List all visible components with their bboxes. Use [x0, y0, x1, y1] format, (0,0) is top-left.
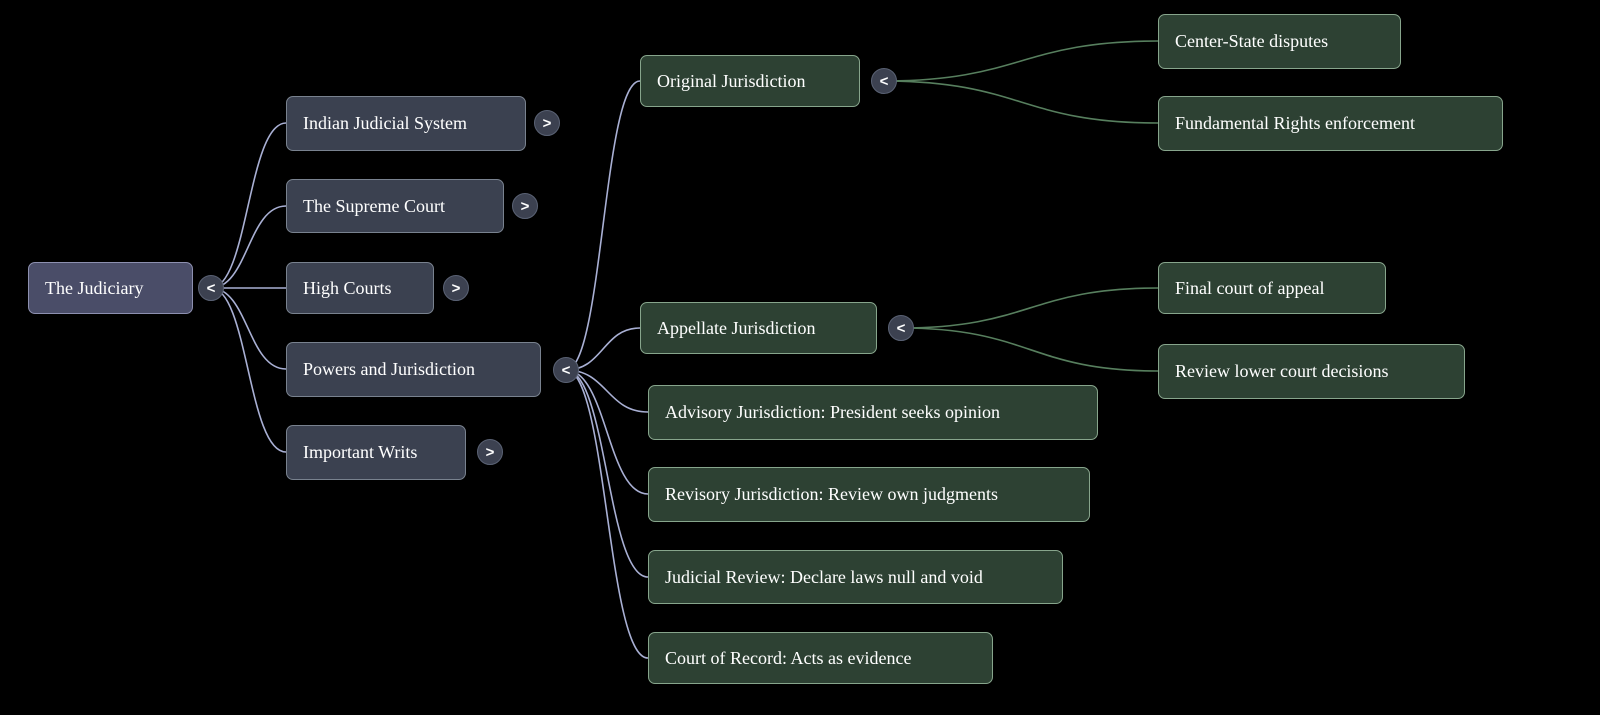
edge-judiciary-to-powers-and-jurisdiction: [210, 287, 287, 370]
node-the-supreme-court[interactable]: The Supreme Court: [286, 179, 504, 233]
edge-powers-to-revisory-jurisdiction: [565, 369, 649, 495]
node-label: Judicial Review: Declare laws null and v…: [665, 566, 983, 587]
node-final-court-of-appeal[interactable]: Final court of appeal: [1158, 262, 1386, 314]
node-important-writs[interactable]: Important Writs: [286, 425, 466, 480]
toggle-original-jurisdiction[interactable]: <: [871, 68, 897, 94]
node-appellate-jurisdiction[interactable]: Appellate Jurisdiction: [640, 302, 877, 354]
node-label: Appellate Jurisdiction: [657, 317, 816, 338]
node-high-courts[interactable]: High Courts: [286, 262, 434, 314]
node-court-of-record[interactable]: Court of Record: Acts as evidence: [648, 632, 993, 684]
edge-powers-to-original-jurisdiction: [565, 80, 641, 371]
toggle-chevron-icon: >: [485, 443, 495, 461]
node-label: Revisory Jurisdiction: Review own judgme…: [665, 484, 998, 504]
edge-original-to-center-state-disputes: [883, 40, 1159, 82]
node-advisory-jurisdiction[interactable]: Advisory Jurisdiction: President seeks o…: [648, 385, 1098, 440]
toggle-chevron-icon: <: [206, 279, 216, 297]
node-label: Fundamental Rights enforcement: [1175, 113, 1415, 133]
edge-judiciary-to-supreme-court: [210, 205, 287, 289]
node-fundamental-rights-enforcement[interactable]: Fundamental Rights enforcement: [1158, 96, 1503, 151]
node-label: The Judiciary: [45, 277, 144, 298]
toggle-chevron-icon: <: [879, 72, 889, 90]
toggle-chevron-icon: <: [561, 361, 571, 379]
toggle-indian-judicial-system[interactable]: >: [534, 110, 560, 136]
node-label: Final court of appeal: [1175, 277, 1325, 298]
toggle-the-judiciary[interactable]: <: [198, 275, 224, 301]
toggle-appellate-jurisdiction[interactable]: <: [888, 315, 914, 341]
toggle-high-courts[interactable]: >: [443, 275, 469, 301]
node-label: Court of Record: Acts as evidence: [665, 647, 912, 668]
node-revisory-jurisdiction[interactable]: Revisory Jurisdiction: Review own judgme…: [648, 467, 1090, 522]
edge-powers-to-judicial-review: [565, 369, 649, 578]
node-judicial-review[interactable]: Judicial Review: Declare laws null and v…: [648, 550, 1063, 604]
node-powers-and-jurisdiction[interactable]: Powers and Jurisdiction: [286, 342, 541, 397]
node-label: Indian Judicial System: [303, 113, 467, 133]
node-label: The Supreme Court: [303, 195, 445, 216]
edge-appellate-to-review-lower-court-decisions: [900, 327, 1159, 372]
toggle-chevron-icon: <: [896, 319, 906, 337]
node-label: Original Jurisdiction: [657, 70, 806, 91]
toggle-chevron-icon: >: [542, 114, 552, 132]
toggle-chevron-icon: >: [520, 197, 530, 215]
node-review-lower-court-decisions[interactable]: Review lower court decisions: [1158, 344, 1465, 399]
edge-appellate-to-final-court-of-appeal: [900, 287, 1159, 329]
edge-original-to-fundamental-rights: [883, 80, 1159, 124]
node-label: Review lower court decisions: [1175, 361, 1389, 381]
node-label: Powers and Jurisdiction: [303, 359, 475, 379]
node-center-state-disputes[interactable]: Center-State disputes: [1158, 14, 1401, 69]
node-label: Advisory Jurisdiction: President seeks o…: [665, 402, 1000, 422]
toggle-the-supreme-court[interactable]: >: [512, 193, 538, 219]
node-original-jurisdiction[interactable]: Original Jurisdiction: [640, 55, 860, 107]
edge-powers-to-court-of-record: [565, 369, 649, 659]
node-label: High Courts: [303, 277, 392, 298]
toggle-chevron-icon: >: [451, 279, 461, 297]
node-the-judiciary[interactable]: The Judiciary: [28, 262, 193, 314]
edge-judiciary-to-important-writs: [210, 287, 287, 453]
node-indian-judicial-system[interactable]: Indian Judicial System: [286, 96, 526, 151]
node-label: Important Writs: [303, 442, 418, 462]
edge-judiciary-to-indian-judicial-system: [210, 122, 287, 289]
toggle-important-writs[interactable]: >: [477, 439, 503, 465]
node-label: Center-State disputes: [1175, 31, 1329, 51]
toggle-powers-and-jurisdiction[interactable]: <: [553, 357, 579, 383]
